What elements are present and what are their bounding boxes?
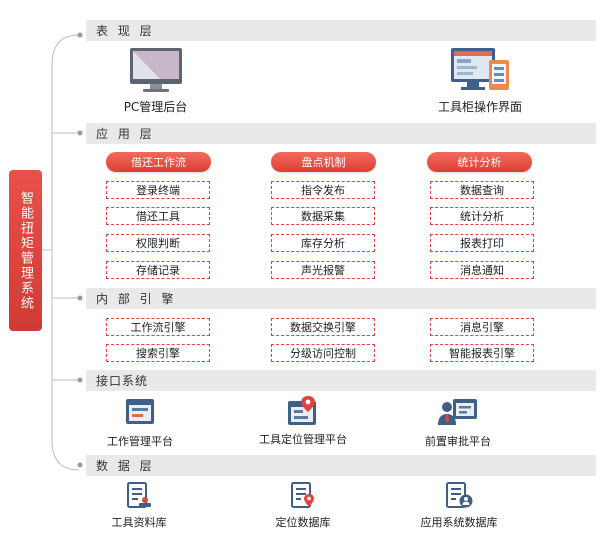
workflow-engine-box[interactable]: 工作流引擎 xyxy=(106,318,210,336)
data-layer-header: 数 据 层 xyxy=(86,455,596,476)
smart-report-engine-box[interactable]: 智能报表引擎 xyxy=(430,344,534,362)
pre-approval-platform-label: 前置审批平台 xyxy=(425,435,491,448)
document-stamp-icon xyxy=(127,482,151,508)
data-query-box[interactable]: 数据查询 xyxy=(430,181,534,199)
tool-database-item[interactable]: 工具资料库 xyxy=(104,482,174,530)
presentation-layer-title: 表 现 层 xyxy=(96,24,155,38)
tool-location-platform-item[interactable]: 工具定位管理平台 xyxy=(253,395,353,447)
stock-analysis-box[interactable]: 库存分析 xyxy=(271,234,375,252)
interface-layer-header: 接口系统 xyxy=(86,370,596,391)
approval-user-icon xyxy=(438,399,477,425)
store-record-box[interactable]: 存储记录 xyxy=(106,261,210,279)
permission-check-box[interactable]: 权限判断 xyxy=(106,234,210,252)
presentation-layer-header: 表 现 层 xyxy=(86,20,596,41)
kiosk-ui-label: 工具柜操作界面 xyxy=(437,100,522,114)
system-root-label: 智能扭矩管理系统 xyxy=(9,170,42,331)
interface-layer-title: 接口系统 xyxy=(96,374,149,388)
platform-window-icon xyxy=(126,399,154,424)
tool-location-platform-label: 工具定位管理平台 xyxy=(259,433,347,446)
engine-layer-header: 内 部 引 擎 xyxy=(86,288,596,309)
document-user-icon xyxy=(446,482,473,508)
monitor-icon xyxy=(129,48,182,92)
kiosk-screen-icon xyxy=(451,48,509,90)
login-terminal-box[interactable]: 登录终端 xyxy=(106,181,210,199)
engine-layer-title: 内 部 引 擎 xyxy=(96,292,177,306)
data-exchange-engine-box[interactable]: 数据交换引擎 xyxy=(271,318,375,336)
statistics-box[interactable]: 统计分析 xyxy=(430,207,534,225)
data-collect-box[interactable]: 数据采集 xyxy=(271,207,375,225)
application-layer-title: 应 用 层 xyxy=(96,127,155,141)
search-engine-box[interactable]: 搜索引擎 xyxy=(106,344,210,362)
data-layer-title: 数 据 层 xyxy=(96,459,155,473)
system-root-text: 智能扭矩管理系统 xyxy=(18,190,33,311)
inventory-mechanism-pill[interactable]: 盘点机制 xyxy=(271,152,376,172)
command-publish-box[interactable]: 指令发布 xyxy=(271,181,375,199)
tool-database-label: 工具资料库 xyxy=(111,516,167,529)
sound-light-alarm-box[interactable]: 声光报警 xyxy=(271,261,375,279)
message-engine-box[interactable]: 消息引擎 xyxy=(430,318,534,336)
statistics-analysis-pill[interactable]: 统计分析 xyxy=(427,152,532,172)
location-database-item[interactable]: 定位数据库 xyxy=(268,482,338,530)
borrow-tool-box[interactable]: 借还工具 xyxy=(106,207,210,225)
location-database-label: 定位数据库 xyxy=(275,516,331,529)
application-layer-header: 应 用 层 xyxy=(86,123,596,144)
document-location-icon xyxy=(291,482,314,508)
work-management-platform-item[interactable]: 工作管理平台 xyxy=(100,397,180,449)
app-system-database-item[interactable]: 应用系统数据库 xyxy=(414,482,504,530)
pc-admin-label: PC管理后台 xyxy=(123,100,188,114)
app-system-database-label: 应用系统数据库 xyxy=(420,516,498,529)
work-management-platform-label: 工作管理平台 xyxy=(107,435,173,448)
message-notify-box[interactable]: 消息通知 xyxy=(430,261,534,279)
pre-approval-platform-item[interactable]: 前置审批平台 xyxy=(418,397,498,449)
report-print-box[interactable]: 报表打印 xyxy=(430,234,534,252)
kiosk-ui-item[interactable]: 工具柜操作界面 xyxy=(425,46,535,115)
access-control-box[interactable]: 分级访问控制 xyxy=(271,344,375,362)
pc-admin-item[interactable]: PC管理后台 xyxy=(108,46,203,115)
borrow-return-workflow-pill[interactable]: 借还工作流 xyxy=(106,152,211,172)
location-window-icon xyxy=(288,396,316,425)
